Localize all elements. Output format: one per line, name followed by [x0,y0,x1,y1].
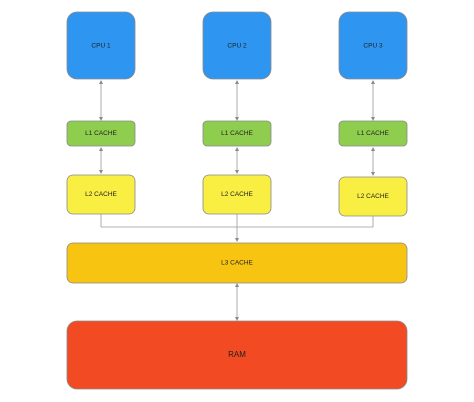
l1-cache-node-3: L1 CACHE [338,120,408,147]
l1-cache-label: L1 CACHE [357,130,389,137]
arrowhead-down-icon [235,117,239,121]
cpu-node-2: CPU 2 [202,11,272,80]
l1-cache-label: L1 CACHE [85,130,117,137]
arrowhead-up-icon [235,80,239,84]
l3-cache-label: L3 CACHE [221,260,253,267]
l2-cache-label: L2 CACHE [85,191,117,198]
l1-cache-node-1: L1 CACHE [66,120,136,147]
arrowhead-down-icon [235,317,239,321]
arrowhead-up-icon [99,80,103,84]
arrowhead-up-icon [235,283,239,287]
l2-cache-node-2: L2 CACHE [202,174,272,215]
l1-cache-label: L1 CACHE [221,130,253,137]
cpu-node-1: CPU 1 [66,11,136,80]
cpu-node-label: CPU 2 [227,43,247,50]
arrowhead-down-icon [371,117,375,121]
arrowhead-up-icon [99,147,103,151]
arrowhead-down-icon [235,170,239,174]
arrowhead-up-icon [235,147,239,151]
arrowhead-down-icon [371,172,375,176]
cpu-node-label: CPU 1 [91,43,111,50]
ram-label: RAM [228,350,246,359]
arrowhead-up-icon [371,147,375,151]
arrowhead-up-icon [371,80,375,84]
l2-cache-node-3: L2 CACHE [338,176,408,217]
l2-cache-node-1: L2 CACHE [66,174,136,215]
cpu-node-label: CPU 3 [363,43,383,50]
l1-cache-node-2: L1 CACHE [202,120,272,147]
cpu-node-3: CPU 3 [338,11,408,80]
arrowhead-down-icon [99,170,103,174]
ram-node: RAM [66,320,408,390]
l2-cache-label: L2 CACHE [221,191,253,198]
l2-cache-label: L2 CACHE [357,193,389,200]
arrowhead-down-icon [99,117,103,121]
arrowhead-down-icon [235,238,239,242]
l3-cache-node: L3 CACHE [66,242,408,284]
